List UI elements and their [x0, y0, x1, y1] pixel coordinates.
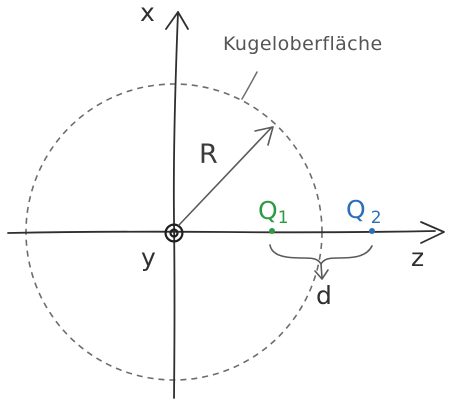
radius-arrowhead	[254, 126, 274, 146]
q1-label: Q1	[258, 196, 289, 228]
radius-label: R	[199, 139, 218, 170]
sphere-label-pointer	[241, 71, 258, 100]
x-axis-arrowhead	[165, 11, 189, 30]
x-axis-line	[172, 11, 179, 399]
x-axis-label: x	[140, 0, 155, 27]
q2-main: Q	[346, 195, 366, 224]
q1-main: Q	[258, 196, 278, 225]
distance-arrow	[320, 263, 323, 279]
sphere-surface-label: Kugeloberfläche	[223, 33, 383, 55]
q2-subscript: 2	[371, 208, 382, 228]
point-q2	[369, 228, 375, 234]
distance-label: d	[316, 281, 332, 310]
y-axis-outer-circle	[164, 223, 184, 243]
radius-arrow	[178, 126, 273, 226]
y-axis-label: y	[141, 243, 156, 272]
z-axis-arrowhead	[420, 221, 445, 244]
point-q1	[269, 228, 275, 234]
y-axis-inner-circle	[169, 228, 179, 238]
z-axis-label: z	[411, 243, 424, 272]
distance-arrowhead	[314, 269, 329, 280]
q1-subscript: 1	[278, 208, 289, 228]
